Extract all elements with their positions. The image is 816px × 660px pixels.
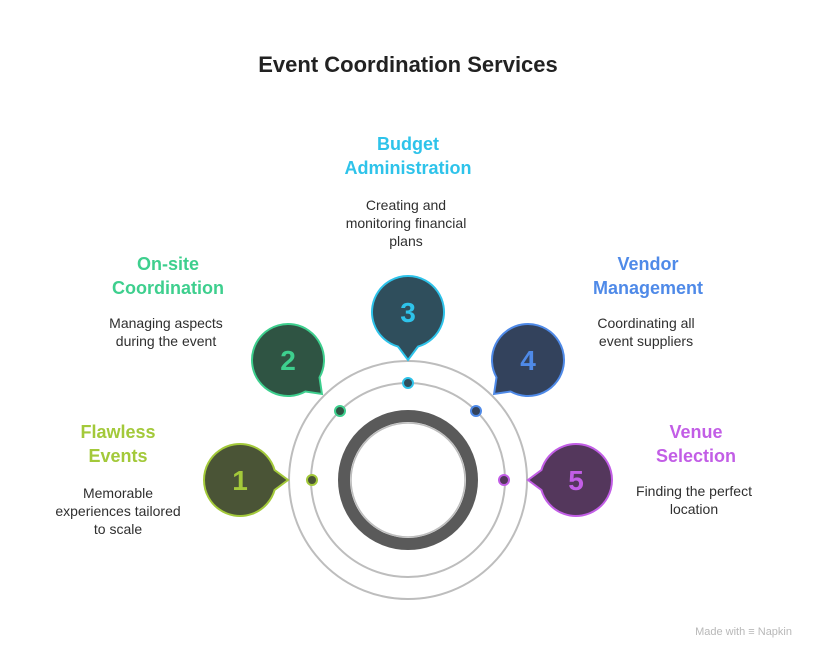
item-title-line: On-site bbox=[136, 254, 199, 274]
item-description-line: plans bbox=[389, 233, 423, 249]
made-with-footer: Made with ≡ Napkin bbox=[695, 626, 792, 638]
item-description-2: Managing aspects during the event bbox=[81, 314, 251, 350]
item-description-line: experiences tailored bbox=[55, 503, 181, 519]
connector-dot-4 bbox=[470, 405, 482, 417]
item-description-line: monitoring financial bbox=[345, 215, 467, 231]
step-bubble-5 bbox=[526, 443, 613, 517]
item-description-line: event suppliers bbox=[598, 333, 694, 349]
item-description-3: Creating and monitoring financial plans bbox=[321, 196, 491, 250]
item-description-line: Coordinating all bbox=[597, 315, 695, 331]
step-number-3: 3 bbox=[400, 297, 416, 328]
item-title-line: Venue bbox=[669, 422, 723, 442]
item-description-1: Memorable experiences tailored to scale bbox=[33, 484, 203, 538]
item-title-line: Events bbox=[88, 446, 148, 466]
item-description-4: Coordinating all event suppliers bbox=[561, 314, 731, 350]
step-bubble-3 bbox=[371, 275, 445, 362]
item-description-line: Finding the perfect bbox=[636, 483, 752, 499]
item-description-line: Creating and bbox=[365, 197, 447, 213]
made-with-label: Made with bbox=[695, 626, 746, 638]
page-title: Event Coordination Services bbox=[258, 52, 558, 77]
step-bubble-4 bbox=[491, 323, 565, 397]
item-description-line: during the event bbox=[115, 333, 217, 349]
napkin-brand: Napkin bbox=[757, 626, 792, 638]
item-description-5: Finding the perfect location bbox=[609, 482, 779, 518]
step-number-5: 5 bbox=[568, 465, 584, 496]
item-description-line: location bbox=[669, 501, 719, 517]
step-bubble-2 bbox=[251, 323, 325, 397]
item-title-line: Management bbox=[592, 278, 704, 298]
step-number-1: 1 bbox=[232, 465, 248, 496]
connector-dot-5 bbox=[498, 474, 510, 486]
step-number-2: 2 bbox=[280, 345, 296, 376]
item-description-line: Memorable bbox=[82, 485, 154, 501]
item-title-line: Coordination bbox=[112, 278, 224, 298]
connector-dot-2 bbox=[334, 405, 346, 417]
item-description-line: Managing aspects bbox=[109, 315, 223, 331]
core-ring bbox=[338, 410, 478, 550]
step-bubble-1 bbox=[203, 443, 290, 517]
outer-ring bbox=[288, 360, 528, 600]
item-title-line: Vendor bbox=[617, 254, 679, 274]
item-title-line: Flawless bbox=[80, 422, 156, 442]
item-description-line: to scale bbox=[93, 521, 143, 537]
napkin-logo-icon: ≡ bbox=[748, 626, 755, 638]
core-inner-ring bbox=[350, 422, 466, 538]
item-title-line: Budget bbox=[377, 134, 439, 154]
item-title-line: Selection bbox=[655, 446, 737, 466]
connector-dot-3 bbox=[402, 377, 414, 389]
step-number-4: 4 bbox=[520, 345, 536, 376]
connector-dot-1 bbox=[306, 474, 318, 486]
item-title-line: Administration bbox=[344, 158, 472, 178]
